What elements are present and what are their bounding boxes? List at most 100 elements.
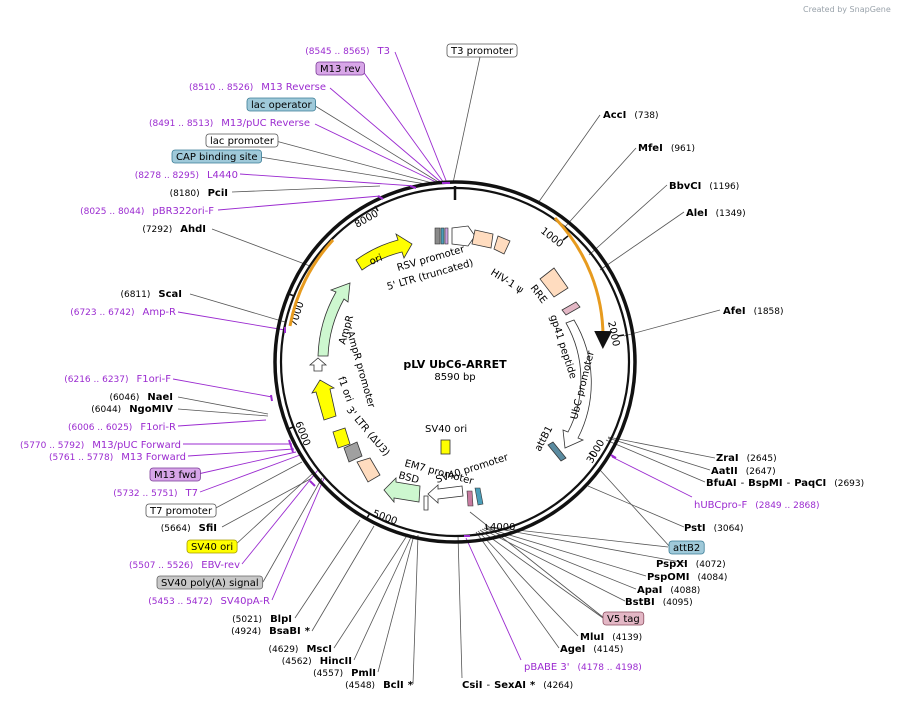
rre-shape	[539, 267, 569, 298]
primer-labels-left: (8545 .. 8565)T3 (8510 .. 8526)M13 Rever…	[20, 46, 390, 607]
orange-arc-right	[553, 216, 613, 349]
enzyme-pcii[interactable]: (8180)PciI	[170, 188, 228, 199]
enzyme-pspxi[interactable]: PspXI(4072)	[656, 559, 726, 570]
primer-m13-puc-forward[interactable]: (5770 .. 5792)M13/pUC Forward	[20, 440, 181, 451]
hiv-psi-shape	[493, 235, 511, 255]
enzyme-hincii[interactable]: (4562)HincII	[282, 656, 352, 667]
primer-pbabe-3[interactable]: pBABE 3'(4178 .. 4198)	[524, 662, 642, 673]
ltr-3-shape	[356, 457, 381, 483]
primer-m13-puc-reverse[interactable]: (8491 .. 8513)M13/pUC Reverse	[149, 118, 310, 129]
label-ori: ori	[368, 253, 384, 268]
orange-arc-left	[288, 238, 335, 327]
box-cap-binding-site[interactable]: CAP binding site	[171, 149, 262, 164]
box-sv40-polya[interactable]: SV40 poly(A) signal	[156, 575, 264, 590]
primer-hubcpro-f[interactable]: hUBCpro-F(2849 .. 2868)	[694, 500, 820, 511]
enzyme-csii-sexai[interactable]: CsiI-SexAI*(4264)	[462, 680, 573, 691]
tick-2000: 2000	[605, 320, 621, 347]
enzyme-zrai[interactable]: ZraI(2645)	[716, 453, 777, 464]
primer-f1ori-r[interactable]: (6006 .. 6025)F1ori-R	[68, 422, 176, 433]
enzyme-aatii[interactable]: AatII(2647)	[711, 466, 776, 477]
box-lac-promoter[interactable]: lac promoter	[205, 133, 279, 148]
sv40-ori-small-shape	[332, 427, 351, 449]
enzyme-blpi[interactable]: (5021)BlpI	[232, 614, 292, 625]
f1-ori-shape	[311, 379, 337, 421]
ltr-5-shape	[471, 229, 494, 249]
svg-text:SV40 ori: SV40 ori	[191, 542, 233, 553]
enzyme-mlui[interactable]: MluI(4139)	[580, 632, 642, 643]
tick-4000: 4000	[490, 522, 515, 533]
enzyme-bfuai-bspmi-paqci[interactable]: BfuAI-BspMI-PaqCI(2693)	[706, 478, 864, 489]
primer-m13-reverse[interactable]: (8510 .. 8526)M13 Reverse	[189, 82, 326, 93]
plasmid-length: 8590 bp	[434, 372, 475, 383]
primer-amp-r[interactable]: (6723 .. 6742)Amp-R	[70, 307, 176, 318]
enzyme-pspomi[interactable]: PspOMI(4084)	[647, 572, 727, 583]
enzyme-ngomiv[interactable]: (6044)NgoMIV	[91, 404, 173, 415]
primer-ebv-rev[interactable]: (5507 .. 5526)EBV-rev	[129, 560, 240, 571]
label-sv40-ori: SV40 ori	[425, 424, 467, 435]
enzyme-apai[interactable]: ApaI(4088)	[637, 585, 700, 596]
svg-text:T7 promoter: T7 promoter	[149, 506, 213, 517]
primer-m13-forward[interactable]: (5761 .. 5778)M13 Forward	[49, 452, 186, 463]
primer-t3[interactable]: (8545 .. 8565)T3	[305, 46, 390, 57]
enzyme-agei[interactable]: AgeI(4145)	[560, 644, 623, 655]
svg-text:lac operator: lac operator	[251, 100, 312, 111]
enzyme-labels-left: (8180)PciI (7292)AhdI (6811)ScaI (6046)N…	[91, 188, 573, 691]
svg-text:SV40 poly(A) signal: SV40 poly(A) signal	[161, 578, 259, 589]
primer-labels-right: hUBCpro-F(2849 .. 2868) pBABE 3'(4178 ..…	[524, 500, 820, 673]
enzyme-bstbi[interactable]: BstBI(4095)	[625, 597, 693, 608]
svg-text:lac promoter: lac promoter	[210, 136, 275, 147]
backbone-outer-strand	[273, 180, 637, 544]
box-lac-operator[interactable]: lac operator	[246, 97, 316, 112]
svg-text:T3 promoter: T3 promoter	[450, 46, 514, 57]
box-v5-tag[interactable]: V5 tag	[602, 611, 645, 626]
ampr-shape	[317, 282, 351, 357]
gp41-shape	[561, 301, 581, 316]
snapgene-branding: Created by SnapGene	[803, 5, 891, 14]
ori-shape	[355, 233, 413, 271]
box-attb2[interactable]: attB2	[668, 540, 705, 555]
enzyme-psti[interactable]: PstI(3064)	[684, 523, 744, 534]
box-sv40-ori[interactable]: SV40 ori	[186, 539, 238, 554]
enzyme-bsabi[interactable]: (4924)BsaBI*	[231, 626, 311, 637]
box-t7-promoter[interactable]: T7 promoter	[145, 503, 217, 518]
box-t3-promoter[interactable]: T3 promoter	[446, 43, 518, 58]
boxed-feature-labels: T3 promoter M13 rev lac operator lac pro…	[145, 43, 705, 626]
enzyme-mfei[interactable]: MfeI(961)	[638, 143, 695, 154]
enzyme-bbvci[interactable]: BbvCI(1196)	[669, 181, 739, 192]
svg-text:V5 tag: V5 tag	[607, 614, 640, 625]
enzyme-pmli[interactable]: (4557)PmlI	[313, 668, 376, 679]
sv40-ori-shape	[440, 439, 451, 455]
primer-ticks	[270, 182, 617, 537]
enzyme-labels-right: AccI(738) MfeI(961) BbvCI(1196) AleI(134…	[560, 110, 864, 655]
enzyme-sfii[interactable]: (5664)SfiI	[161, 523, 217, 534]
primer-f1ori-f[interactable]: (6216 .. 6237)F1ori-F	[64, 374, 171, 385]
enzyme-acci[interactable]: AccI(738)	[603, 110, 659, 121]
enzyme-scai[interactable]: (6811)ScaI	[120, 289, 182, 300]
rsv-promoter-shape	[451, 225, 476, 247]
enzyme-alei[interactable]: AleI(1349)	[686, 208, 746, 219]
enzyme-bcli[interactable]: (4548)BclI*	[345, 680, 414, 691]
ampr-promoter-shape	[308, 357, 328, 372]
primer-l4440[interactable]: (8278 .. 8295)L4440	[135, 170, 238, 181]
polya-shape	[343, 441, 363, 463]
label-leader-lines	[172, 51, 721, 685]
primer-pbr322ori-f[interactable]: (8025 .. 8044)pBR322ori-F	[80, 206, 214, 217]
svg-text:CAP binding site: CAP binding site	[176, 152, 258, 163]
plasmid-name: pLV UbC6-ARRET	[403, 358, 507, 371]
label-hiv-psi: HIV-1 ψ	[488, 267, 525, 296]
bsd-shape	[383, 477, 421, 504]
sv40-promoter-shape	[427, 484, 464, 504]
primer-sv40pa-r[interactable]: (5453 .. 5472)SV40pA-R	[148, 596, 270, 607]
enzyme-ahdi[interactable]: (7292)AhdI	[142, 224, 206, 235]
enzyme-naei[interactable]: (6046)NaeI	[109, 392, 173, 403]
attb1-shape	[547, 441, 567, 462]
box-m13-rev[interactable]: M13 rev	[315, 61, 365, 76]
enzyme-msci[interactable]: (4629)MscI	[269, 644, 333, 655]
enzyme-afei[interactable]: AfeI(1858)	[723, 306, 784, 317]
label-f1-ori: f1 ori	[335, 375, 354, 403]
ubc-promoter-shape	[562, 319, 592, 449]
box-m13-fwd[interactable]: M13 fwd	[149, 467, 201, 482]
primer-t7[interactable]: (5732 .. 5751)T7	[113, 488, 198, 499]
